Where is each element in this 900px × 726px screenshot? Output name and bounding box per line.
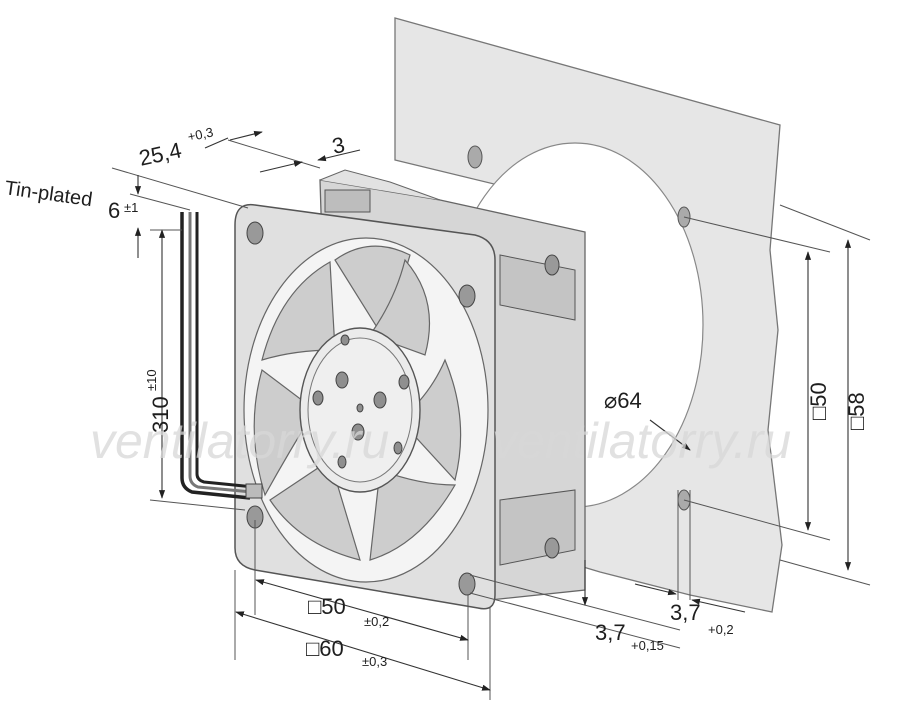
depth-value: 25,4 <box>137 137 184 170</box>
lead-length-tolerance: ±10 <box>144 369 159 391</box>
frame-mount-hole <box>458 284 476 308</box>
wire-strip-value: 6 <box>108 198 120 223</box>
lead-length-value: 310 <box>148 396 173 433</box>
frame-size-tolerance: ±0,3 <box>362 654 387 669</box>
hole-dia-tolerance: +0,15 <box>631 638 664 653</box>
hub <box>299 327 421 493</box>
wire-strip-tolerance: ±1 <box>124 200 138 215</box>
frame-size-value: □60 <box>306 636 344 661</box>
watermark-right: ventilatorry.ru <box>492 413 791 469</box>
frame-mount-hole <box>246 221 264 245</box>
lead-wires <box>180 212 263 500</box>
dimension-lines <box>111 130 871 700</box>
depth-tolerance: +0,3 <box>186 124 214 144</box>
panel-mount-hole <box>467 145 483 169</box>
frame-mount-hole <box>458 572 476 596</box>
watermark-left: ventilatorry.ru <box>90 413 389 469</box>
hole-dia-value: 3,7 <box>595 620 626 645</box>
tin-plated-label: Tin-plated <box>3 177 93 211</box>
flange-value: 3 <box>330 132 347 159</box>
panel-hole-value: 3,7 <box>670 600 701 625</box>
bore-diameter-label: ⌀64 <box>604 388 642 413</box>
panel-hole-tolerance: +0,2 <box>708 622 734 637</box>
hole-pitch-value: □50 <box>308 594 346 619</box>
mount-outer-label: □58 <box>844 392 869 430</box>
dimension-labels: Tin-plated 6 ±1 25,4 +0,3 3 310 ±10 ⌀64 … <box>3 124 869 669</box>
hole-pitch-tolerance: ±0,2 <box>364 614 389 629</box>
mount-inner-label: □50 <box>806 382 831 420</box>
